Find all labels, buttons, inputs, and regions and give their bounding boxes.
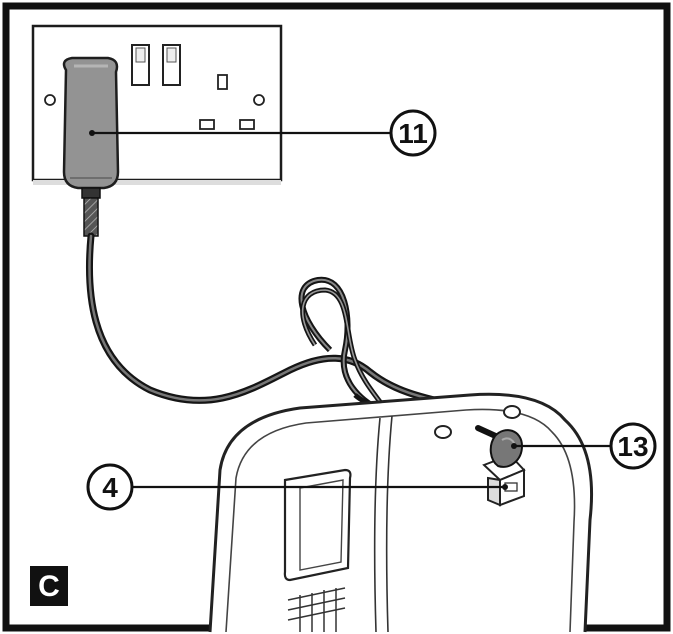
panel-label-box [30,566,68,606]
callout-11: 11 [89,109,437,157]
panel-label: C [30,566,68,606]
appliance-body [208,392,594,633]
callout-13: 13 [511,422,657,470]
callout-13-circle [609,422,657,470]
callout-11-circle [389,109,437,157]
callout-4-label: 4 [102,472,118,503]
socket-earth-hole [217,74,228,90]
callout-4: 4 [86,463,508,511]
callout-4-circle [86,463,134,511]
panel-label-text: C [38,570,60,603]
callout-11-label: 11 [398,118,428,149]
connector-plug [475,425,524,468]
socket-neutral-hole [239,119,255,130]
socket-live-hole [199,119,215,130]
mounting-hole-right [503,405,521,419]
power-adapter [62,56,120,237]
mounting-hole-left [434,425,452,439]
plate-screw-left [44,94,56,106]
plate-screw-right [253,94,265,106]
callout-13-label: 13 [617,431,648,462]
appliance-grille [287,587,346,632]
